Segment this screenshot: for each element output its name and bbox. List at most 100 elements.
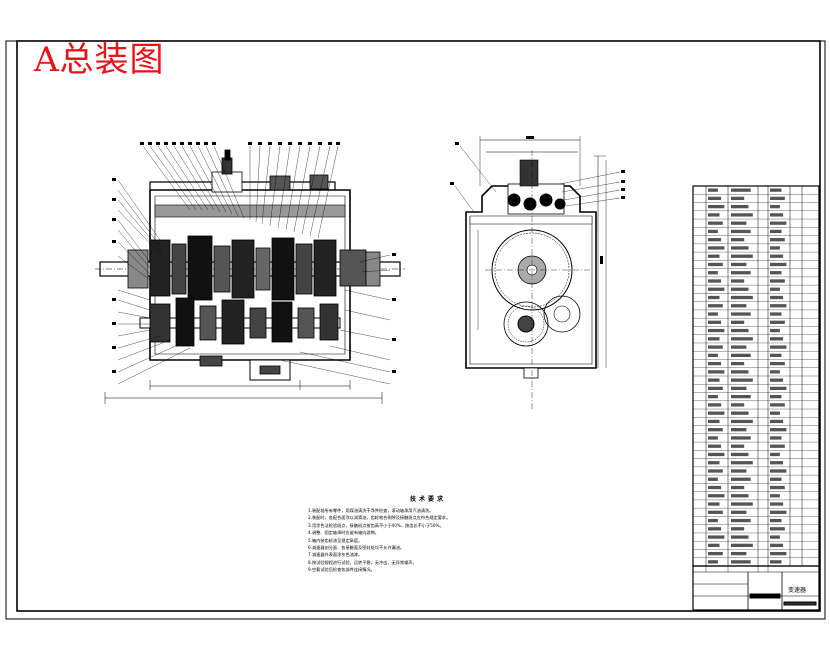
parts-list-cell-mark (770, 461, 784, 465)
parts-list-cell-mark (731, 271, 751, 275)
parts-list-cell-mark (731, 494, 749, 498)
parts-list-cell-mark (731, 502, 753, 506)
tech-requirement-item: 7.减速器外表面涂灰色油漆。 (308, 552, 363, 558)
parts-list-cell-mark (708, 328, 725, 333)
parts-list-cell-mark (731, 188, 751, 192)
parts-list-cell-mark (770, 543, 784, 547)
parts-list-cell-mark (708, 262, 723, 267)
parts-list-cell-mark (731, 304, 747, 308)
parts-list-cell-mark (770, 403, 785, 407)
parts-list-cell-mark (708, 527, 722, 531)
parts-list-cell-mark (770, 527, 785, 531)
parts-list-cell-mark (731, 196, 745, 201)
parts-list-cell-mark (770, 246, 780, 250)
parts-list-cell-mark (731, 337, 753, 341)
parts-list-cell-mark (708, 254, 720, 258)
parts-list-cell-mark (770, 518, 782, 523)
parts-list-cell-mark (731, 287, 749, 291)
tech-requirement-item: 6.减速器剖分面、各接触面及密封处均不允许漏油。 (308, 545, 405, 551)
parts-list-cell-mark (731, 419, 753, 424)
inner-border (16, 40, 821, 612)
tech-requirement-item: 2.装配时，各配合面涂以润滑油，齿轮啮合侧隙及接触斑点应符合规定要求。 (308, 515, 451, 521)
parts-list-cell-mark (731, 345, 747, 349)
parts-list-cell-mark (731, 461, 753, 465)
technical-requirements-title: 技术要求 (409, 496, 446, 503)
parts-list-cell-mark (708, 271, 718, 275)
parts-list-cell-mark (731, 469, 747, 473)
parts-list-cell-mark (708, 485, 722, 490)
parts-list-cell-mark (770, 205, 780, 209)
parts-list-cell-mark (770, 295, 784, 300)
parts-list-cell-mark (731, 254, 753, 258)
front-view-leaders (117, 145, 391, 385)
parts-list-cell-mark (770, 213, 784, 217)
parts-list-cell-mark (770, 502, 784, 506)
parts-list-cell-mark (731, 436, 751, 440)
parts-list-cell-mark (708, 395, 718, 399)
parts-list-cell-mark (731, 477, 751, 481)
parts-list-cell-mark (770, 551, 787, 556)
parts-list-cell-mark (770, 254, 784, 258)
parts-list-cell-mark (770, 477, 782, 481)
parts-list-cell-mark (770, 312, 782, 316)
parts-list-cell-mark (731, 428, 747, 432)
tech-requirement-item: 1.装配前所有零件，用煤油清洗干净并检查，滚动轴承用汽油清洗。 (308, 508, 434, 513)
parts-list-cell-mark (731, 205, 749, 209)
parts-list-cell-mark (708, 188, 718, 192)
parts-list-cell-mark (770, 345, 787, 349)
parts-list-cell-mark (708, 452, 725, 457)
parts-list-rows (693, 188, 819, 564)
parts-list-cell-mark (770, 395, 782, 399)
parts-list-cell-mark (770, 262, 787, 267)
parts-list-cell-mark (708, 353, 718, 357)
parts-list-cell-mark (708, 386, 723, 391)
parts-list-cell-mark (708, 221, 723, 225)
parts-list-cell-mark (731, 386, 747, 391)
parts-list-cell-mark (770, 353, 782, 357)
front-view-callout-marks (112, 142, 396, 373)
parts-list-cell-mark (731, 403, 745, 407)
parts-list-cell-mark (708, 229, 718, 234)
parts-list-cell-mark (731, 312, 751, 316)
tech-requirement-item: 4.调整、固定轴承时应留有轴向游隙。 (308, 530, 379, 536)
parts-list-cell-mark (731, 238, 745, 242)
parts-list-cell-mark (731, 510, 747, 514)
side-view (454, 136, 621, 410)
tech-requirement-item: 8.按试验规程进行试验，运转平稳，无冲击，无异常噪声。 (308, 559, 417, 565)
parts-list-cell-mark (731, 328, 749, 333)
parts-list-cell-mark (708, 295, 720, 300)
parts-list-cell-mark (770, 328, 780, 333)
parts-list-cell-mark (731, 213, 753, 217)
parts-list-cell-mark (708, 238, 722, 242)
parts-list-cell-mark (731, 295, 753, 300)
parts-list-cell-mark (708, 378, 720, 382)
parts-list-cell-mark (770, 196, 785, 201)
title-block-drawing-name: 变速器 (788, 587, 807, 594)
parts-list-cell-mark (708, 279, 722, 283)
parts-list-cell-mark (770, 370, 780, 374)
parts-list-cell-mark (770, 378, 784, 382)
parts-list-cell-mark (731, 370, 749, 374)
parts-list-cell-mark (708, 287, 725, 291)
parts-list-cell-mark (731, 485, 745, 490)
parts-list-cell-mark (770, 304, 787, 308)
parts-list-cell-mark (731, 229, 751, 234)
parts-list-cell-mark (770, 287, 780, 291)
parts-list-cell-mark (770, 485, 785, 490)
parts-list-cell-mark (731, 320, 745, 324)
parts-list-cell-mark (770, 535, 780, 539)
parts-list-cell-mark (770, 337, 784, 341)
technical-requirements: 技术要求 1.装配前所有零件，用煤油清洗干净并检查，滚动轴承用汽油清洗。 2.装… (308, 494, 548, 574)
parts-list-cell-mark (708, 477, 718, 481)
parts-list-cell-mark (731, 452, 749, 457)
parts-list-cell-mark (770, 444, 785, 448)
parts-list-cell-mark (708, 518, 718, 523)
parts-list-cell-mark (770, 510, 787, 514)
parts-list-cell-mark (731, 361, 745, 366)
parts-list-cell-mark (770, 271, 782, 275)
tech-requirement-item: 3.用涂色法检验斑点，接触斑点按齿高不小于40%，按齿长不小于50%。 (308, 522, 444, 528)
parts-list-cell-mark (708, 411, 725, 415)
parts-list-cell-mark (708, 196, 722, 201)
parts-list-cell-mark (731, 560, 751, 564)
drawing-stamp-title: A总装图 (34, 40, 165, 80)
